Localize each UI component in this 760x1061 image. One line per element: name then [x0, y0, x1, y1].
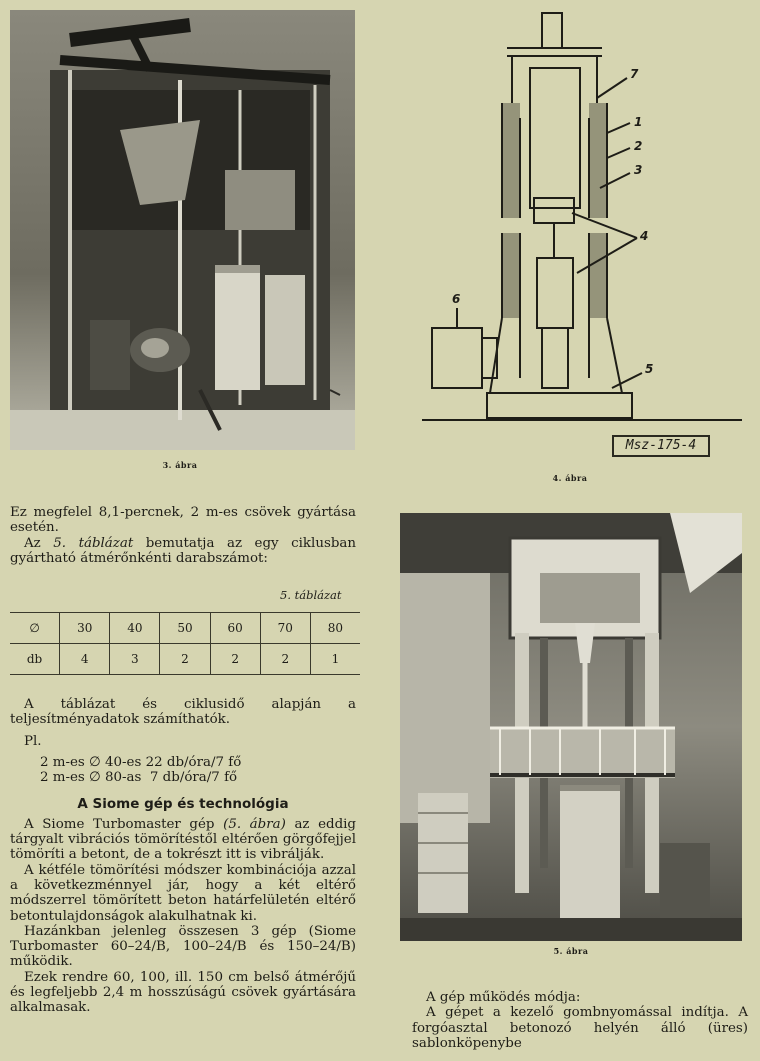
table-cell: 80	[309, 612, 360, 644]
right-paragraph-1: A gép működés módja:	[426, 990, 581, 1005]
table-cell: 70	[259, 612, 311, 644]
table-cell: ∅	[10, 612, 60, 644]
fig4-label-3: 3	[634, 163, 642, 177]
fig4-label-6: 6	[452, 292, 460, 306]
table-row-count: db 4 3 2 2 2 1	[10, 643, 360, 675]
left-column-lower: A táblázat és ciklusidő alapján a teljes…	[10, 697, 356, 1016]
right-paragraph-2: A gépet a kezelő gombnyomással indítja. …	[412, 1005, 748, 1051]
left-column: Ez megfelel 8,1-percnek, 2 m-es csövek g…	[10, 505, 356, 566]
example-2: 2 m-es ∅ 80-as 7 db/óra/7 fő	[40, 770, 238, 786]
figure-4-caption: 4. ábra	[552, 473, 588, 483]
table-cell: 2	[259, 643, 311, 675]
table-cell: 30	[59, 612, 110, 644]
figure-4-stamp: Msz-175-4	[612, 435, 710, 457]
table-cell: 2	[209, 643, 261, 675]
paragraph-6: Hazánkban jelenleg összesen 3 gép (Siome…	[10, 923, 356, 970]
figure-4-drawing: 7 1 2 3 4 6 5	[412, 8, 752, 463]
example-label: Pl.	[24, 733, 42, 749]
figure-3-caption: 3. ábra	[162, 460, 198, 470]
example-1: 2 m-es ∅ 40-es 22 db/óra/7 fő	[40, 754, 242, 770]
table-cell: 3	[109, 643, 160, 675]
table-cell: 60	[209, 612, 261, 644]
fig4-label-7: 7	[630, 67, 639, 81]
paragraph-1: Ez megfelel 8,1-percnek, 2 m-es csövek g…	[10, 505, 356, 536]
table-cell: 4	[59, 643, 110, 675]
figure-3-photo	[10, 10, 355, 450]
table-cell: 1	[309, 643, 360, 675]
table-cell: db	[10, 643, 60, 675]
right-column: A gép működés módja: A gépet a kezelő go…	[412, 990, 748, 1051]
table-row-diameter: ∅ 30 40 50 60 70 80	[10, 612, 360, 644]
figure-5-caption: 5. ábra	[553, 946, 589, 956]
fig4-label-2: 2	[634, 139, 642, 153]
section-heading: A Siome gép és technológia	[77, 796, 289, 813]
table-5: ∅ 30 40 50 60 70 80 db 4 3 2 2 2 1	[10, 612, 360, 675]
table-cell: 2	[159, 643, 211, 675]
fig4-label-4: 4	[639, 229, 648, 243]
fig4-label-5: 5	[645, 362, 653, 376]
table-5-title: 5. táblázat	[280, 588, 342, 602]
paragraph-2: Az 5. táblázat bemutatja az egy ciklusba…	[10, 535, 356, 566]
fig4-label-1: 1	[634, 115, 642, 129]
table-cell: 40	[109, 612, 160, 644]
paragraph-4: A Siome Turbomaster gép (5. ábra) az edd…	[10, 816, 356, 863]
paragraph-7: Ezek rendre 60, 100, ill. 150 cm belső á…	[10, 969, 356, 1016]
paragraph-3: A táblázat és ciklusidő alapján a teljes…	[10, 697, 356, 728]
figure-5-photo	[400, 513, 742, 941]
table-cell: 50	[159, 612, 211, 644]
paragraph-5: A kétféle tömörítési módszer kombinációj…	[10, 862, 356, 924]
